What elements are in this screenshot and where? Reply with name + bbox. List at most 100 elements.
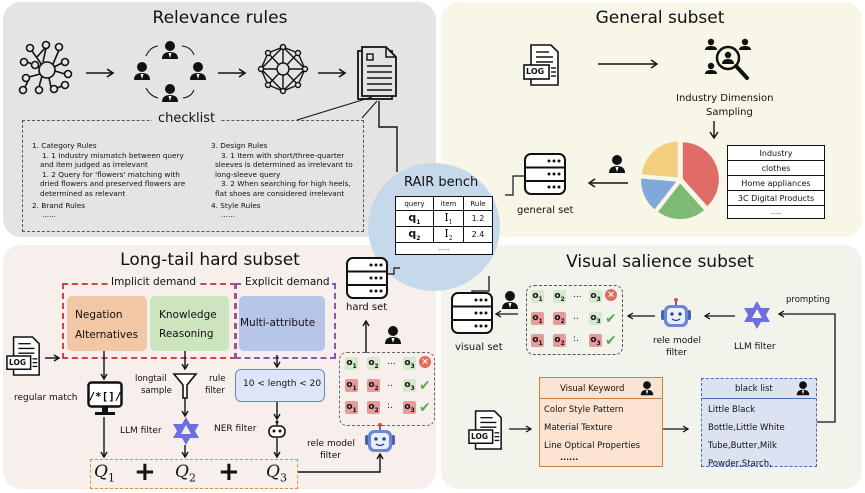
grid-cell: o3 (589, 290, 602, 303)
log-label: LOG (526, 67, 545, 76)
hard-set-label: hard set (346, 302, 388, 313)
reasoning-label: Reasoning (159, 328, 214, 340)
svg-text:/*[]/: /*[]/ (88, 390, 121, 403)
rule-item: long-sleeve query (215, 169, 281, 179)
industry-table-cell: ...... (727, 205, 825, 219)
cross-icon: × (419, 356, 431, 368)
knowledge-reasoning-box (150, 296, 229, 351)
general-subset-title: General subset (595, 8, 725, 28)
regular-match-label: regular match (14, 393, 78, 403)
rule-item: determined as relevant (40, 188, 126, 198)
neural-network-icon (257, 43, 309, 95)
rule-heading: 3. Design Rules (211, 141, 268, 150)
plus-sign: + (134, 457, 156, 487)
negation-label: Negation (75, 309, 123, 321)
explicit-demand-label: Explicit demand (243, 276, 332, 288)
ner-robot-icon (268, 420, 286, 438)
q1-label: Q1 (94, 462, 115, 484)
arrow-icon (86, 68, 115, 78)
annotator-icon (796, 381, 810, 396)
pie-slice-green (655, 180, 707, 221)
q-letter: Q (94, 462, 108, 482)
arrow-icon (598, 59, 659, 69)
grid-ellipsis: .. (387, 379, 393, 389)
sampling-label: Industry Dimension (676, 93, 774, 104)
longtail-sample-label: longtail (135, 374, 167, 384)
length-rule-label: 10 < length < 20 (243, 379, 322, 389)
grid-cell: o3 (403, 357, 416, 370)
grid-cell: o3 (589, 312, 602, 325)
rele-filter-label: rele model (307, 439, 355, 449)
grid-ellipsis: :. (387, 401, 393, 411)
grid-cell: o3 (589, 334, 602, 347)
rule-item: dried flowers and preserved flowers are (40, 179, 186, 189)
annotators-group-icon (134, 41, 206, 102)
rule-item: ...... (221, 210, 235, 220)
database-icon (524, 153, 566, 195)
log-label: LOG (9, 358, 27, 367)
grid-cell: o1 (345, 401, 358, 414)
bench-row: q1 I1 1.2 (395, 209, 494, 228)
rule-item: flat shoes are considered irrelevant (215, 188, 345, 198)
keyword-line: Color Style Pattern (544, 405, 624, 415)
rair-bench-title: RAIR bench (404, 175, 479, 190)
visual-keyword-title: Visual Keyword (560, 384, 625, 394)
rele-model-robot-icon (365, 423, 395, 452)
general-set-label: general set (517, 205, 574, 216)
llm-filter-label: LLM filter (120, 426, 162, 436)
relevance-rules-title: Relevance rules (152, 8, 288, 28)
database-icon (451, 292, 493, 334)
rule-filter-label: rule (209, 374, 226, 384)
blacklist-line: Little Black (708, 405, 756, 415)
bench-cell: 2.4 (462, 226, 494, 244)
implicit-demand-label: Implicit demand (108, 276, 200, 288)
q-sub: 2 (188, 471, 196, 485)
arrow-icon (318, 68, 347, 78)
llm-filter-label: LLM filter (734, 342, 776, 352)
database-icon (346, 257, 388, 299)
divider (539, 398, 663, 399)
grid-cell: o1 (345, 379, 358, 392)
funnel-icon (172, 373, 198, 399)
longtail-title: Long-tail hard subset (120, 250, 300, 270)
longtail-sample-label: sample (141, 386, 172, 396)
rule-filter-label: filter (205, 386, 225, 396)
arrow-left-icon (587, 178, 628, 188)
sampling-label: Sampling (706, 107, 753, 118)
divider (701, 398, 817, 399)
grid-cell: o2 (367, 379, 380, 392)
prompting-label: prompting (786, 295, 831, 305)
rele-filter-label: filter (666, 348, 687, 358)
grid-cell: o3 (403, 379, 416, 392)
multi-attribute-label: Multi-attribute (240, 317, 316, 329)
bench-ellipsis: ...... (395, 242, 493, 256)
document-icon (357, 46, 397, 100)
rule-item: ...... (42, 210, 56, 220)
q-sub: 3 (279, 471, 287, 485)
q-letter: Q (266, 462, 280, 482)
grid-cell: o2 (367, 401, 380, 414)
plus-sign: + (218, 457, 240, 487)
rule-item: 1. 2 Query for 'flowers' matching with (42, 169, 180, 179)
industry-table: Industry clothes Home appliances 3C Digi… (727, 145, 825, 219)
rule-item: 3. 1 Item with short/three-quarter (221, 150, 345, 160)
check-icon: ✔ (605, 333, 617, 349)
log-label: LOG (471, 432, 489, 441)
q-sub: 1 (107, 471, 115, 485)
checklist-right-column: 3. Design Rules 3. 1 Item with short/thr… (211, 141, 353, 220)
regex-monitor-icon: /*[]/ (87, 381, 123, 415)
check-icon: ✔ (419, 378, 431, 394)
rule-item: and item judged as irrelevant (40, 160, 148, 170)
alternatives-label: Alternatives (75, 329, 139, 341)
ner-filter-label: NER filter (214, 424, 257, 434)
rele-model-robot-icon (661, 298, 691, 327)
llm-filter-icon (173, 417, 199, 445)
rele-filter-label: filter (320, 451, 341, 461)
annotator-icon (640, 381, 654, 396)
rair-bench-table: query item Rule q1 I1 1.2 q2 I2 2.4 ....… (395, 196, 494, 256)
rule-heading: 1. Category Rules (32, 141, 97, 150)
negation-alternatives-box (67, 296, 147, 351)
grid-ellipsis: .. (573, 312, 579, 322)
